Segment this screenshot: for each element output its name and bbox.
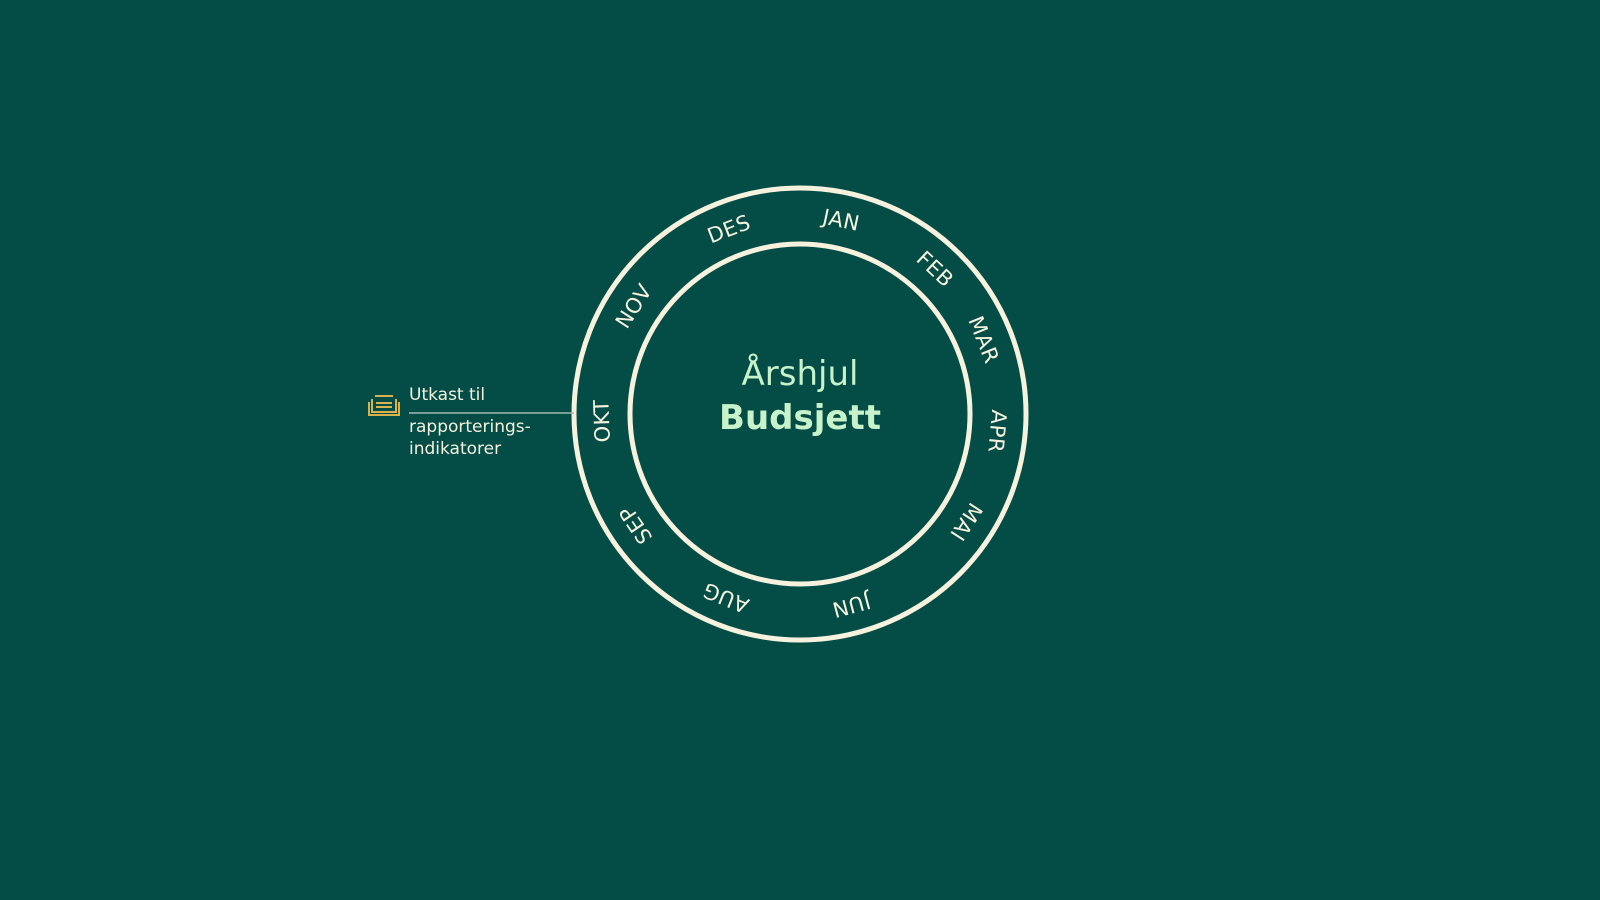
wheel-subtitle: Budsjett	[719, 398, 881, 438]
annotation-line-3: indikatorer	[409, 439, 502, 459]
month-label-jun: JUN	[829, 588, 875, 622]
month-label-des: DES	[704, 210, 754, 248]
outer-ring	[571, 185, 1029, 643]
annotation-description: rapporterings- indikatorer	[409, 416, 609, 460]
month-label-nov: NOV	[611, 280, 657, 333]
stacked-documents-icon	[368, 395, 400, 416]
month-label-sep: SEP	[615, 501, 658, 548]
month-label-mai: MAI	[945, 498, 987, 545]
annotation-title: Utkast til	[409, 385, 486, 405]
wheel-title: Årshjul	[741, 354, 859, 394]
month-label-feb: FEB	[912, 246, 959, 292]
month-label-jan: JAN	[818, 204, 862, 236]
month-label-mar: MAR	[963, 313, 1003, 367]
month-label-aug: AUG	[699, 578, 752, 618]
month-label-apr: APR	[983, 409, 1011, 454]
inner-ring	[627, 241, 973, 587]
month-label-okt: OKT	[589, 399, 614, 443]
annotation-line-2: rapporterings-	[409, 417, 531, 437]
